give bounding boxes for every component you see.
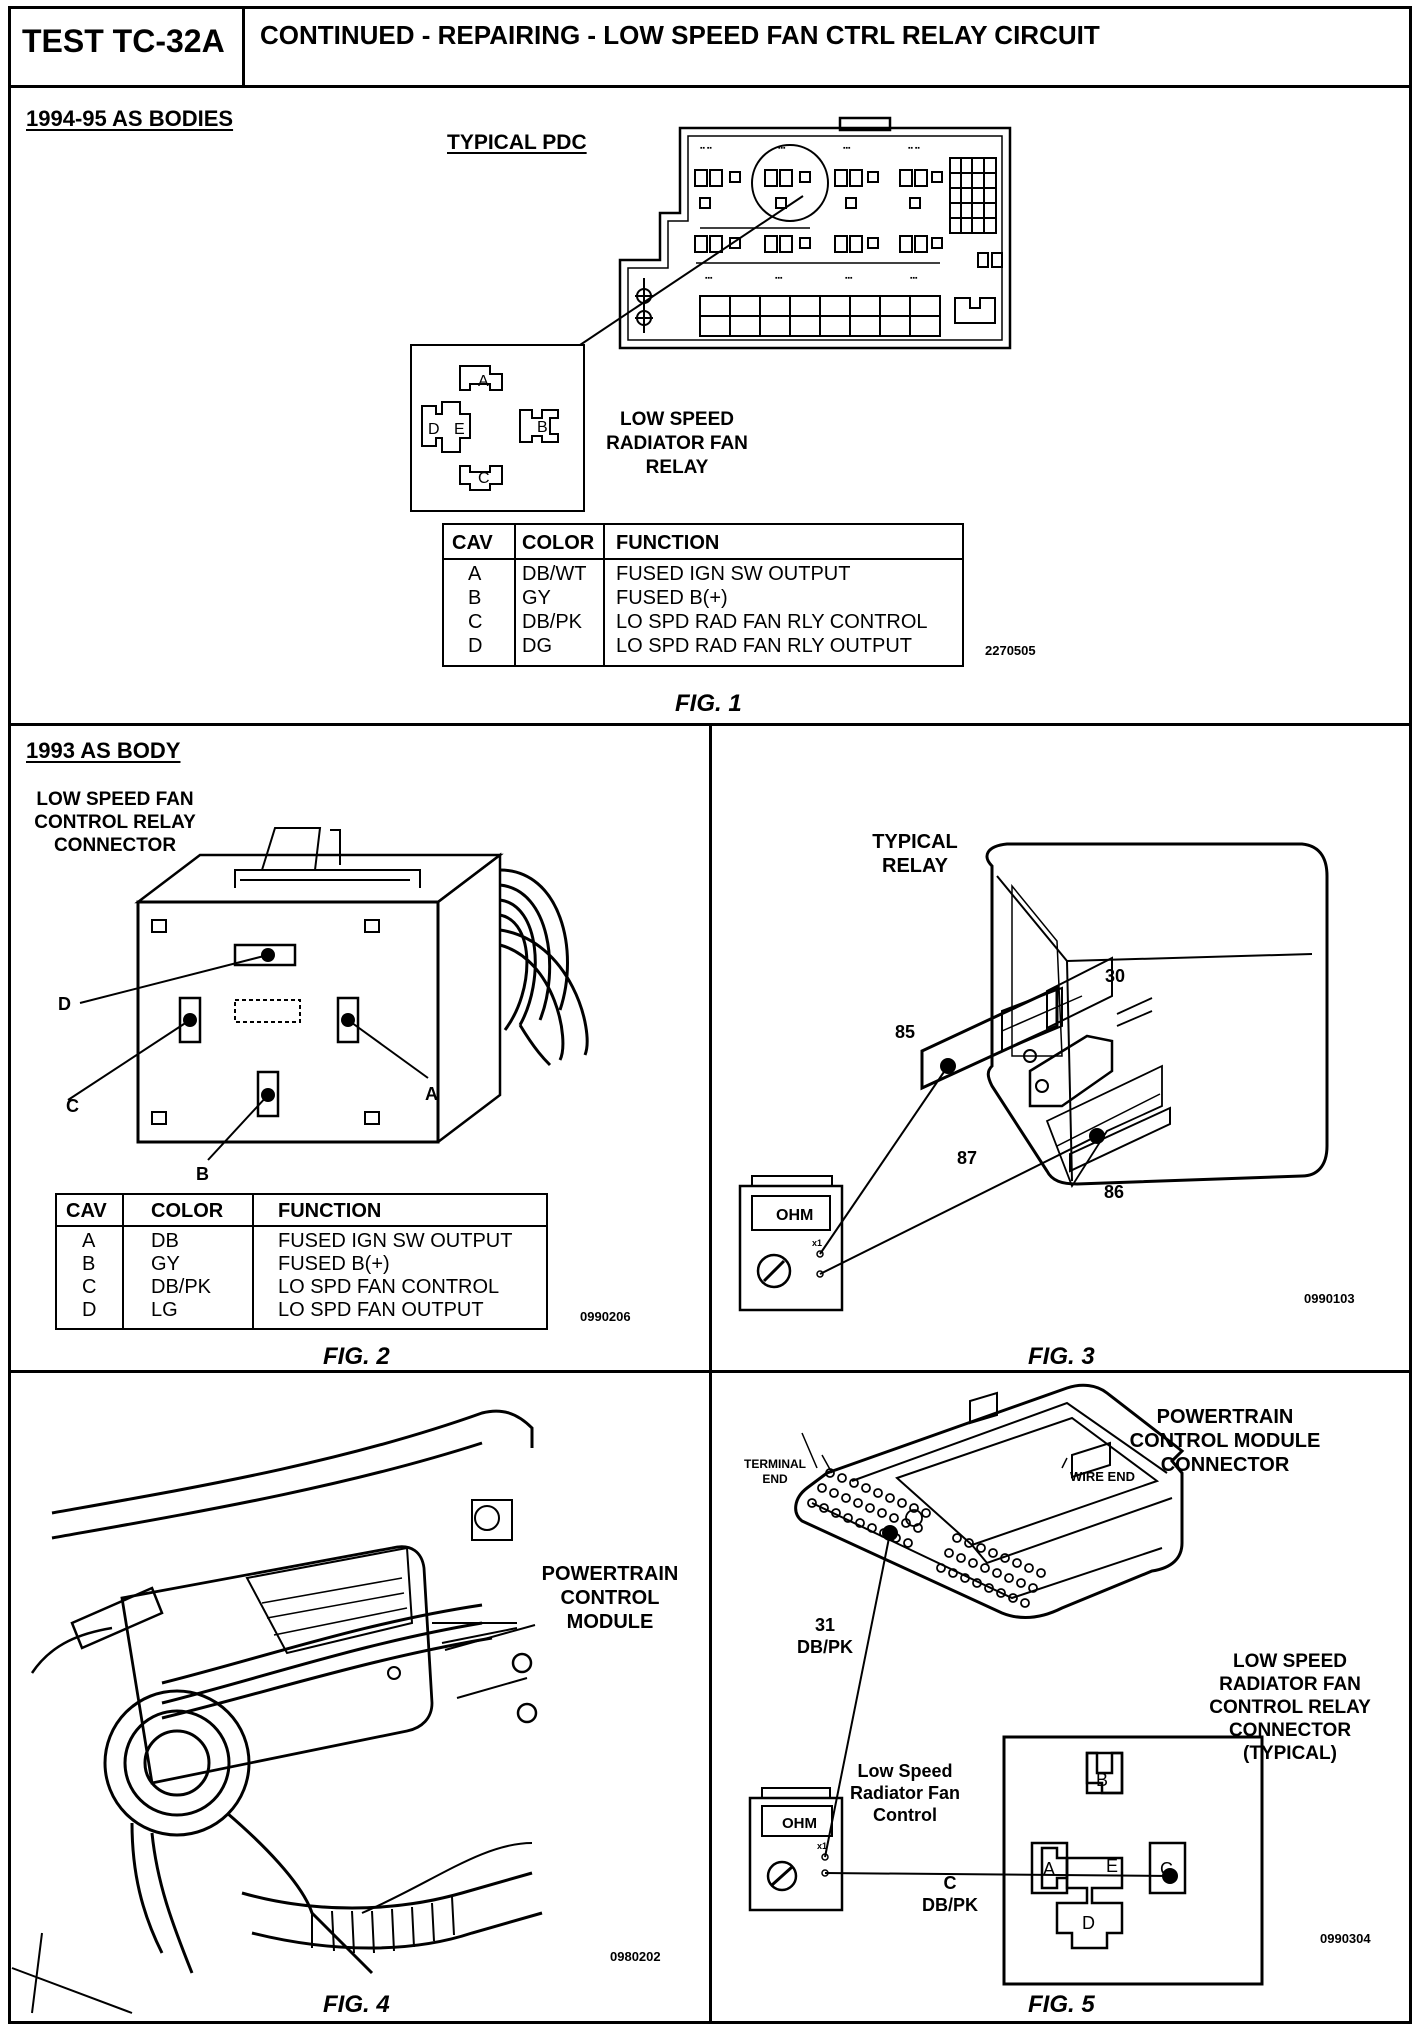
- fig1-pin-c: C: [478, 470, 490, 487]
- terminal-30: 30: [1105, 966, 1125, 986]
- terminal-87: 87: [957, 1148, 977, 1168]
- fig1-code: 2270505: [985, 643, 1036, 658]
- fig2-row-c-function: LO SPD FAN CONTROL: [278, 1276, 500, 1298]
- fig1-row-d-function: LO SPD RAD FAN RLY OUTPUT: [616, 635, 912, 657]
- terminal-86: 86: [1104, 1182, 1124, 1202]
- fig5-meter-range: x1: [817, 1841, 827, 1851]
- fig2-pin-b: B: [196, 1164, 209, 1184]
- fig5-pin-b: B: [1096, 1770, 1108, 1790]
- svg-text:▪▪▪: ▪▪▪: [843, 145, 851, 152]
- svg-text:▪▪▪: ▪▪▪: [845, 275, 853, 282]
- fig2-th-color: COLOR: [151, 1200, 224, 1222]
- fig2-pin-a: A: [425, 1084, 438, 1104]
- column-divider: [709, 723, 712, 2023]
- fig2-pin-c: C: [66, 1096, 79, 1116]
- fig5-pin-31-label: 31 DB/PK: [796, 1615, 853, 1657]
- fig1-th-color: COLOR: [522, 532, 595, 554]
- page-title: CONTINUED - REPAIRING - LOW SPEED FAN CT…: [260, 20, 1100, 50]
- fig2-row-b-cav: B: [82, 1253, 96, 1275]
- fig2-caption: FIG. 2: [323, 1343, 390, 1370]
- fig1-row-a-function: FUSED IGN SW OUTPUT: [616, 563, 851, 585]
- fig2-row-d-cav: D: [82, 1299, 97, 1321]
- fig2-row-a-color: DB: [151, 1230, 179, 1252]
- fig1-th-cav: CAV: [452, 532, 493, 554]
- fig2-th-function: FUNCTION: [278, 1200, 382, 1222]
- fig5-code: 0990304: [1320, 1931, 1371, 1946]
- fig3-meter-label: OHM: [776, 1207, 813, 1224]
- fig1-cavity-table: [442, 523, 964, 667]
- fig3-code: 0990103: [1304, 1291, 1355, 1306]
- fig1-row-c-function: LO SPD RAD FAN RLY CONTROL: [616, 611, 928, 633]
- fig1-section-label: 1994-95 AS BODIES: [26, 106, 234, 131]
- fig5-relay-connector-label: LOW SPEED RADIATOR FAN CONTROL RELAY CON…: [1209, 1651, 1371, 1764]
- fig1-row-b-color: GY: [522, 587, 551, 609]
- fig2-code: 0990206: [580, 1309, 631, 1324]
- fig1-row-d-color: DG: [522, 635, 552, 657]
- svg-text:▪▪▪: ▪▪▪: [910, 275, 918, 282]
- fig1-row-a-color: DB/WT: [522, 563, 587, 585]
- fig5-signal-label: Low Speed Radiator Fan Control: [849, 1761, 960, 1825]
- svg-text:▪▪ ▪▪: ▪▪ ▪▪: [700, 145, 712, 152]
- pdc-label: TYPICAL PDC: [447, 131, 587, 154]
- fig2-row-a-function: FUSED IGN SW OUTPUT: [278, 1230, 513, 1252]
- fig1-pin-e: E: [454, 421, 465, 438]
- terminal-end-label: TERMINAL END: [744, 1457, 806, 1486]
- fig5-pin-d: D: [1082, 1913, 1095, 1933]
- fig1-row-a-cav: A: [468, 563, 482, 585]
- fig2-row-c-color: DB/PK: [151, 1276, 212, 1298]
- fig5-pin-a: A: [1043, 1859, 1055, 1879]
- fig2-row-d-color: LG: [151, 1299, 178, 1321]
- fig2-row-c-cav: C: [82, 1276, 97, 1298]
- fig3-relay-drawing: 30 85 87 86 OHM x1: [738, 842, 1329, 1312]
- fig2-row-b-function: FUSED B(+): [278, 1253, 390, 1275]
- svg-text:▪▪▪: ▪▪▪: [775, 275, 783, 282]
- fig1-relay-socket: A B C D E: [421, 365, 559, 491]
- terminal-85: 85: [895, 1022, 915, 1042]
- fig3-meter-range: x1: [812, 1238, 822, 1248]
- pdc-leader-line: [579, 195, 804, 346]
- header-divider: [8, 85, 1412, 88]
- fig2-row-d-function: LO SPD FAN OUTPUT: [278, 1299, 484, 1321]
- fig1-row-c-color: DB/PK: [522, 611, 583, 633]
- fig2-row-a-cav: A: [82, 1230, 96, 1252]
- fig4-caption: FIG. 4: [323, 1991, 390, 2018]
- fig3-caption: FIG. 3: [1028, 1343, 1095, 1370]
- fig5-meter-label: OHM: [782, 1815, 817, 1832]
- fig2-pin-d: D: [58, 994, 71, 1014]
- fig4-pcm-drawing: [11, 1409, 543, 2014]
- fig1-row-b-cav: B: [468, 587, 482, 609]
- fig1-th-function: FUNCTION: [616, 532, 720, 554]
- fig4-code: 0980202: [610, 1949, 661, 1964]
- fig5-cav-c-label: C DB/PK: [921, 1873, 978, 1915]
- fig5-caption: FIG. 5: [1028, 1991, 1095, 2018]
- fig4-pcm-label: POWERTRAIN CONTROL MODULE: [541, 1563, 679, 1633]
- fig2-section-label: 1993 AS BODY: [26, 738, 181, 763]
- fig1-row-d-cav: D: [468, 635, 483, 657]
- fig2-connector-drawing: D C A B: [58, 827, 589, 1184]
- fig2-connector-label: LOW SPEED FAN CONTROL RELAY CONNECTOR: [34, 789, 196, 856]
- relay-inset-box: [410, 344, 585, 512]
- svg-text:▪▪ ▪▪: ▪▪ ▪▪: [908, 145, 920, 152]
- fig2-th-cav: CAV: [66, 1200, 107, 1222]
- fig1-pin-b: B: [537, 419, 548, 436]
- fig2-cavity-table: [55, 1193, 548, 1330]
- fig1-row-c-cav: C: [468, 611, 483, 633]
- fig1-relay-label: LOW SPEED RADIATOR FAN RELAY: [606, 409, 748, 478]
- fig1-pin-a: A: [478, 373, 489, 390]
- fig1-caption: FIG. 1: [675, 690, 742, 717]
- fig3-relay-label: TYPICAL RELAY: [872, 831, 958, 877]
- fig1-pin-d: D: [428, 421, 440, 438]
- fig1-row-b-function: FUSED B(+): [616, 587, 728, 609]
- test-id: TEST TC-32A: [22, 23, 225, 59]
- pdc-drawing: ▪▪ ▪▪ ▪▪▪ ▪▪▪ ▪▪ ▪▪ ▪▪▪ ▪▪▪ ▪▪▪ ▪▪▪: [618, 116, 1012, 350]
- fig5-connector-drawing: OHM x1 A B C D E: [748, 1383, 1264, 1986]
- fig5-pin-e: E: [1106, 1856, 1118, 1876]
- svg-text:▪▪▪: ▪▪▪: [778, 145, 786, 152]
- svg-text:▪▪▪: ▪▪▪: [705, 275, 713, 282]
- fig5-pin-c: C: [1160, 1859, 1173, 1879]
- fig2-row-b-color: GY: [151, 1253, 180, 1275]
